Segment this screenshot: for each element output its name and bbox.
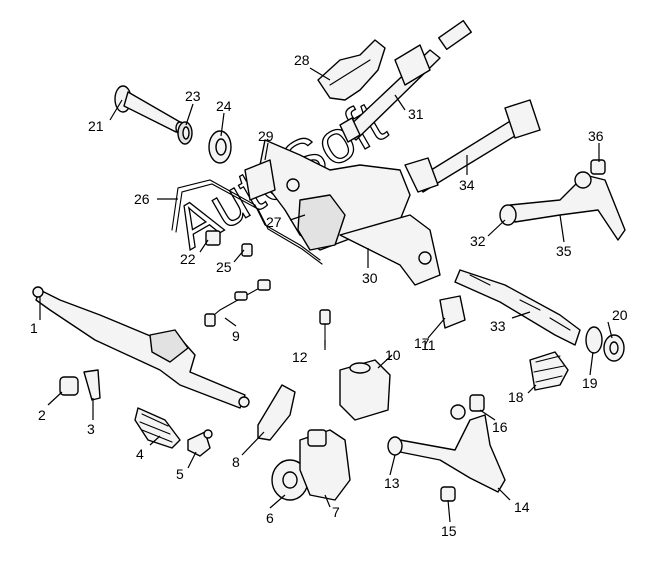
- part-bearing: [208, 130, 232, 164]
- callout-28: 28: [294, 52, 310, 68]
- callout-29: 29: [258, 128, 274, 144]
- part-tie-rod-end: [187, 429, 213, 457]
- callout-21: 21: [88, 118, 104, 134]
- callout-2: 2: [38, 407, 46, 423]
- callout-8: 8: [232, 454, 240, 470]
- part-link-bushing: [439, 295, 466, 329]
- callout-36: 36: [588, 128, 604, 144]
- callout-34: 34: [459, 177, 475, 193]
- callout-20: 20: [612, 307, 628, 323]
- callout-27: 27: [266, 214, 282, 230]
- part-upper-bushing-cap: [590, 159, 606, 175]
- callout-35: 35: [556, 243, 572, 259]
- callout-15: 15: [441, 523, 457, 539]
- part-rack-bracket: [83, 369, 101, 401]
- part-bushing-small: [241, 243, 253, 257]
- callout-19: 19: [582, 375, 598, 391]
- callout-23: 23: [185, 88, 201, 104]
- part-clamp: [205, 230, 221, 246]
- callout-labels: 21 23 24 28 31 34 36 29 26 27 30 22 25 3…: [30, 52, 628, 539]
- part-gear-housing: [244, 139, 441, 286]
- callout-6: 6: [266, 510, 274, 526]
- callout-22: 22: [180, 251, 196, 267]
- part-fluid-reservoir: [339, 359, 391, 421]
- callout-11: 11: [421, 337, 436, 353]
- part-steering-pump: [299, 429, 351, 501]
- part-rack-bushing: [59, 376, 79, 396]
- callout-5: 5: [176, 466, 184, 482]
- part-cv-axle: [454, 269, 581, 346]
- callout-31: 31: [408, 106, 424, 122]
- part-mount-bolt: [319, 309, 331, 346]
- part-axle-shaft: [114, 85, 185, 135]
- part-lower-control-arm: [399, 404, 506, 493]
- callout-33: 33: [490, 318, 506, 334]
- callout-4: 4: [136, 446, 144, 462]
- part-seal: [177, 121, 193, 145]
- part-cv-boot: [529, 351, 569, 391]
- callout-25: 25: [216, 259, 232, 275]
- part-drive-shaft: [404, 99, 541, 193]
- part-hub-bearing: [603, 334, 625, 362]
- callout-12: 12: [292, 349, 308, 365]
- callout-7: 7: [332, 504, 340, 520]
- callout-10: 10: [385, 347, 401, 363]
- callout-1: 1: [30, 320, 38, 336]
- part-stabilizer-pipe: [171, 179, 323, 265]
- part-hub-seal: [585, 326, 603, 354]
- callout-24: 24: [216, 98, 232, 114]
- callout-16: 16: [492, 419, 508, 435]
- callout-18: 18: [508, 389, 524, 405]
- callout-14: 14: [514, 499, 530, 515]
- callout-30: 30: [362, 270, 378, 286]
- callout-9: 9: [232, 328, 240, 344]
- part-rack-boot: [134, 407, 181, 449]
- part-column-bracket: [317, 39, 386, 101]
- callout-3: 3: [87, 421, 95, 437]
- part-arm-bushing: [387, 436, 403, 456]
- callout-13: 13: [384, 475, 400, 491]
- part-pump-pulley: [271, 459, 309, 501]
- callout-32: 32: [470, 233, 486, 249]
- part-arm-bushing-upper: [469, 394, 485, 412]
- leader-lines: [39, 67, 613, 523]
- part-upper-control-arm: [509, 171, 626, 241]
- callout-26: 26: [134, 191, 150, 207]
- part-steering-column: [339, 19, 473, 143]
- part-upper-arm-bushing: [499, 204, 517, 226]
- callout-17: 17: [414, 335, 430, 351]
- part-steering-rack: [32, 286, 250, 409]
- part-arm-bushing-rear: [440, 486, 456, 502]
- part-pressure-line: [204, 279, 271, 327]
